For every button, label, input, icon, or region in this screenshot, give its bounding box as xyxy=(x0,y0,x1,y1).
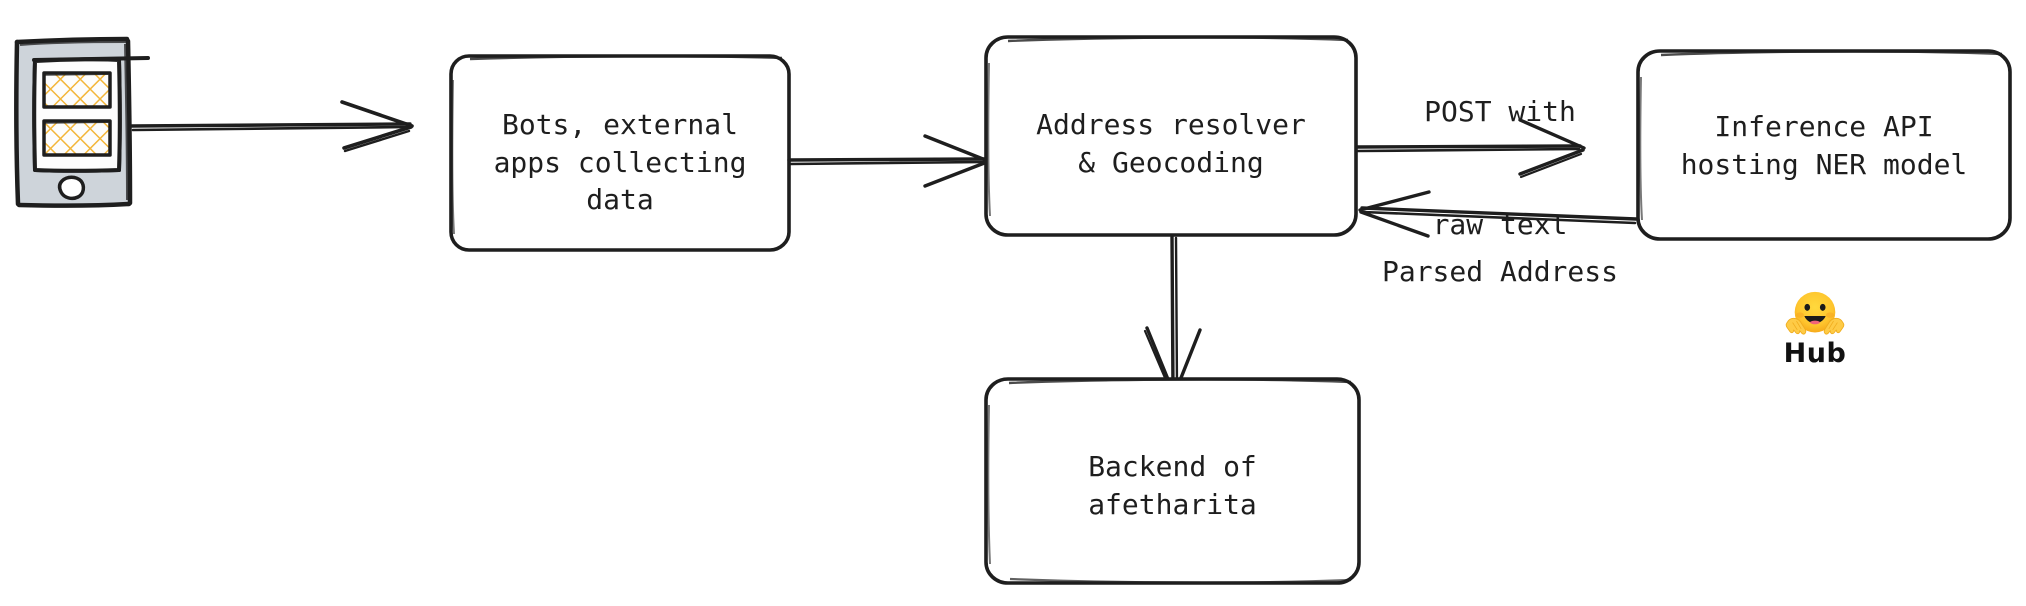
edge-label-post-line2: raw text xyxy=(1432,207,1568,241)
address-resolver-node[interactable] xyxy=(984,35,1358,237)
arrow-resolver-to-backend xyxy=(1143,234,1202,396)
hub-logo-caption: Hub xyxy=(1783,338,1847,369)
huggingface-hub-logo: Hub xyxy=(1760,288,1870,369)
arrow-resolver-to-inference xyxy=(1355,118,1586,179)
phone-card-2 xyxy=(42,119,112,157)
edge-label-post-line1: POST with xyxy=(1424,95,1576,129)
arrow-device-to-bots xyxy=(130,100,414,153)
arrow-bots-to-resolver xyxy=(787,134,990,188)
backend-afetharita-node[interactable] xyxy=(984,377,1361,585)
bots-external-apps-node[interactable] xyxy=(449,54,791,252)
edge-label-post-with-raw-text: POST with raw text xyxy=(1360,18,1640,318)
inference-api-node[interactable] xyxy=(1636,49,2012,241)
phone-card-1 xyxy=(42,71,112,109)
phone-home-button-icon xyxy=(57,175,86,201)
hugging-face-emoji-icon xyxy=(1785,291,1845,335)
arrow-inference-to-resolver xyxy=(1358,190,1638,238)
edge-label-parsed-address: Parsed Address xyxy=(1381,255,1618,288)
mobile-phone-icon xyxy=(14,36,150,208)
